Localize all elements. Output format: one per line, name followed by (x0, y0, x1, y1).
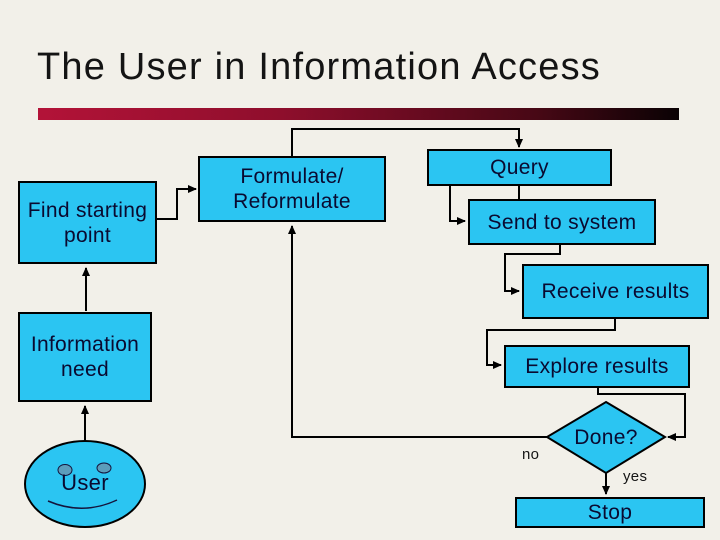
node-label: Explore results (525, 355, 669, 378)
node-send-to-system: Send to system (468, 199, 656, 245)
edge-explore-to-done (597, 388, 686, 441)
node-receive-results: Receive results (522, 264, 709, 319)
node-label: Receive results (541, 280, 690, 303)
node-label-line2: Reformulate (233, 190, 351, 213)
user-left-eye-icon (57, 464, 73, 476)
edge-label-no: no (522, 446, 540, 463)
node-label-line2: need (61, 358, 109, 381)
decision-diamond-shape (545, 400, 667, 475)
user-face-ellipse (24, 440, 146, 528)
node-label-line1: Find starting (27, 198, 148, 222)
user-face (24, 440, 146, 528)
node-label: Stop (587, 501, 633, 524)
node-label-line1: Information (30, 333, 140, 356)
edge-send-to-receive (504, 245, 561, 295)
node-formulate-reformulate: Formulate/ Reformulate (198, 156, 386, 222)
node-label-line2: point (63, 223, 112, 247)
edge-done-no-to-formulate (288, 225, 547, 438)
edge-label-yes: yes (623, 468, 648, 485)
user-smile-icon (47, 499, 118, 509)
edge-receive-to-explore (486, 319, 616, 369)
slide-title: The User in Information Access (37, 46, 601, 88)
node-query: Query (427, 149, 612, 186)
edge-find-to-formulate (157, 185, 197, 220)
user-right-eye-icon (96, 462, 112, 474)
node-label: Done? (574, 426, 638, 449)
node-explore-results: Explore results (504, 345, 690, 388)
node-information-need: Information need (18, 312, 152, 402)
edge-formulate-to-query (291, 128, 523, 157)
node-label-line1: Formulate/ (240, 165, 344, 188)
node-find-starting-point: Find starting point (18, 181, 157, 264)
node-label: User (61, 469, 109, 495)
node-label: Query (490, 156, 549, 179)
title-accent-bar (38, 108, 679, 120)
node-user-label: User (45, 469, 125, 495)
node-label: Send to system (487, 210, 637, 234)
edge-query-to-send (449, 186, 466, 225)
node-done-label: Done? (547, 402, 665, 473)
node-stop: Stop (515, 497, 705, 528)
